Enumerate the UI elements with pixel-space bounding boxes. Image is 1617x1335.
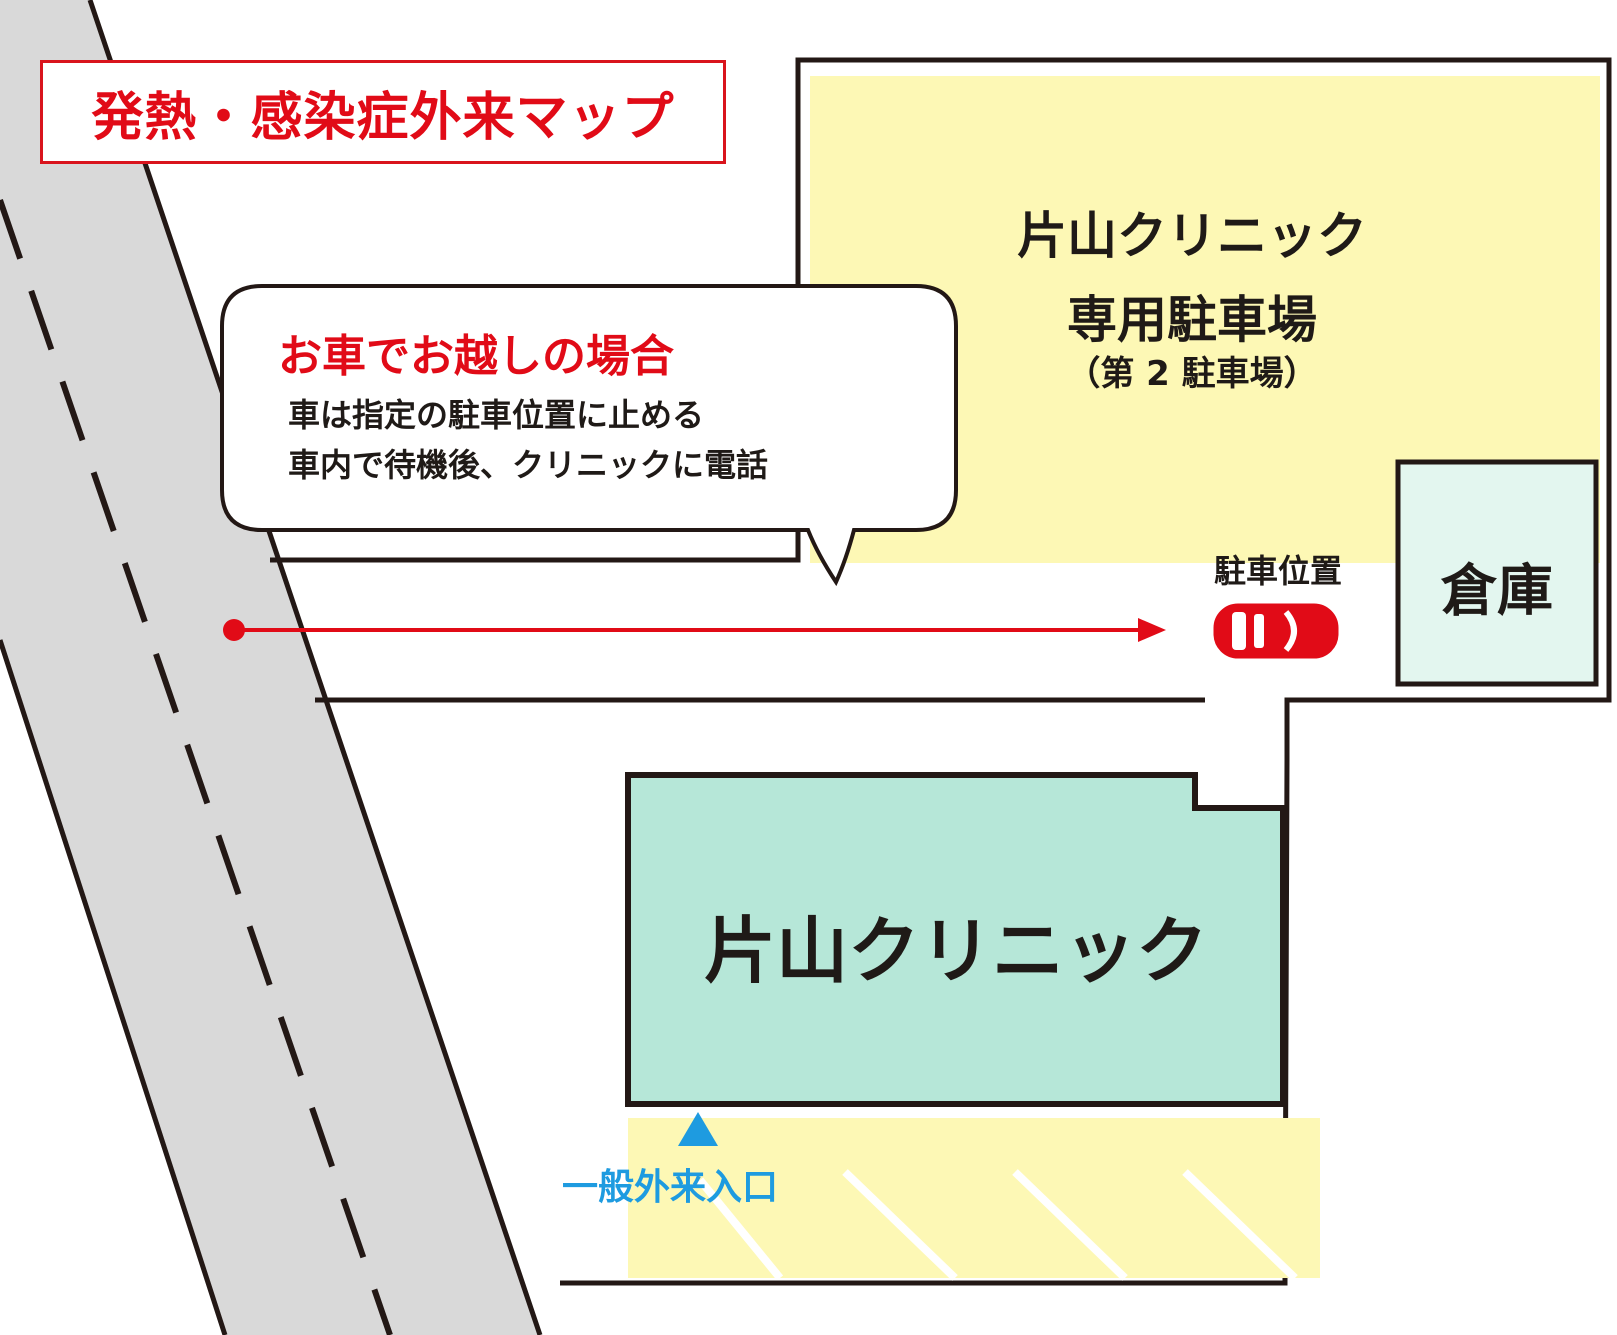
parking-lot-name: 片山クリニック	[1017, 207, 1367, 265]
map-title: 発熱・感染症外来マップ	[91, 87, 675, 148]
storage-building	[1395, 459, 1599, 687]
front-parking-strip	[628, 1118, 1320, 1278]
arrow-right-icon	[1138, 618, 1166, 642]
bubble-line-2: 車内で待機後、クリニックに電話	[288, 446, 769, 484]
parking-spot-label: 駐車位置	[1213, 552, 1342, 590]
clinic-building	[625, 772, 1286, 1107]
speech-bubble	[220, 284, 958, 587]
road-center-dashes	[0, 199, 393, 1335]
road	[0, 0, 540, 1335]
entrance-label: 一般外来入口	[562, 1167, 779, 1208]
clinic-label: 片山クリニック	[703, 909, 1208, 993]
parking-lot-note: （第 2 駐車場）	[1066, 354, 1318, 394]
storage-label: 倉庫	[1441, 559, 1553, 624]
parking-stripes	[696, 1169, 1298, 1281]
parking-lot-subtitle: 専用駐車場	[1067, 291, 1317, 349]
bubble-line-1: 車は指定の駐車位置に止める	[288, 396, 705, 434]
lot-top-gap	[790, 60, 1610, 76]
car-icon	[1210, 600, 1342, 662]
road-edge-right	[87, 0, 543, 1335]
map-title-box: 発熱・感染症外来マップ	[40, 60, 726, 164]
triangle-up-icon	[678, 1112, 718, 1146]
bubble-heading: お車でお越しの場合	[278, 331, 674, 382]
road-edge-left	[0, 639, 228, 1335]
